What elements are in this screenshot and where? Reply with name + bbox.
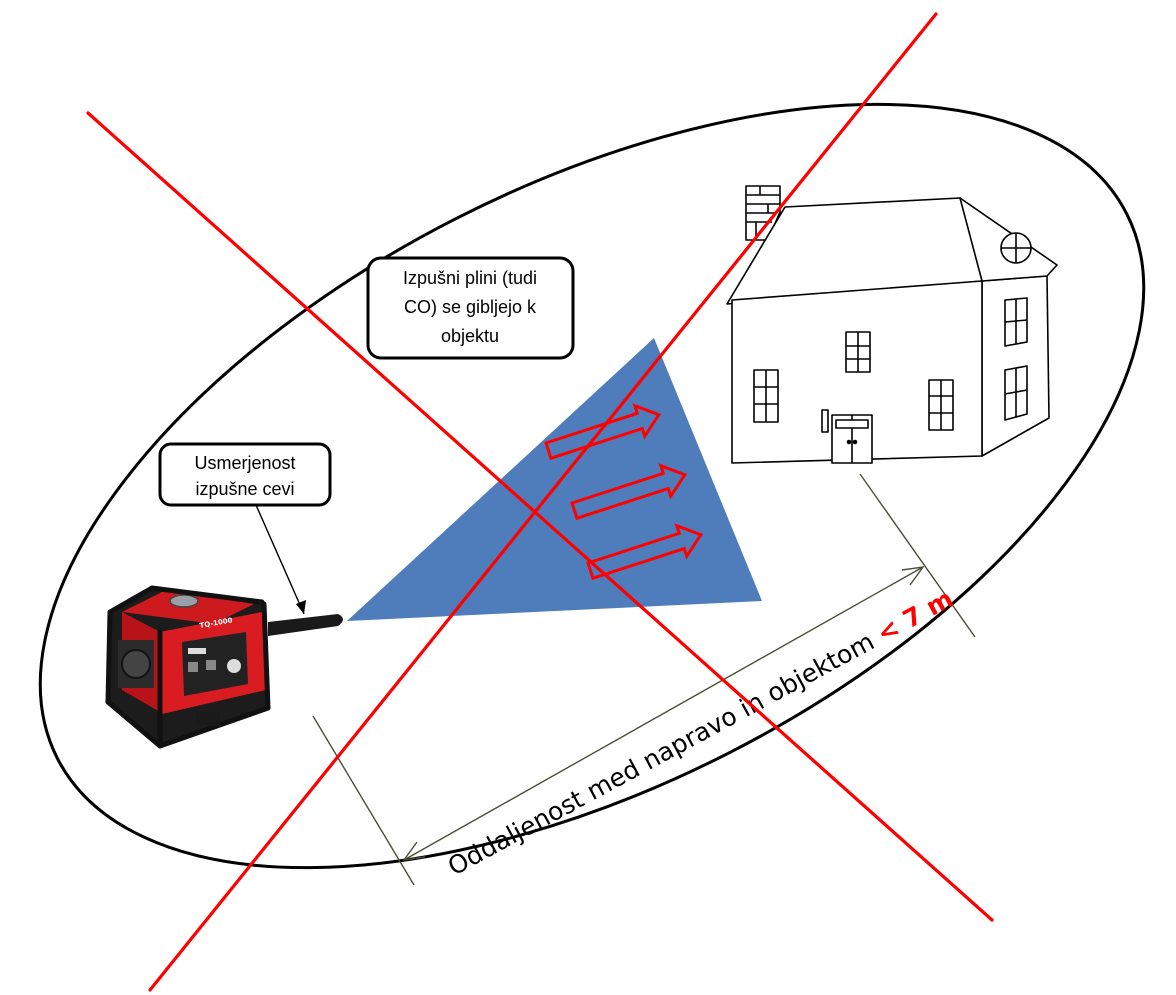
generator: TQ-1000: [105, 585, 343, 749]
airflow-arrows: [544, 403, 704, 581]
extension-line-right: [859, 473, 976, 638]
arrowhead-right: [901, 566, 925, 586]
extension-line-left: [312, 715, 415, 886]
airflow-arrow: [586, 523, 704, 581]
callout-line: Usmerjenost: [194, 453, 295, 473]
front-windows: [753, 331, 954, 431]
callout-line: objektu: [441, 326, 499, 346]
dimension-line: [403, 566, 924, 861]
distance-value: < 7 m: [872, 584, 958, 649]
house-door: [821, 409, 873, 464]
fuel-cap: [169, 594, 199, 608]
airflow-arrow: [544, 403, 662, 461]
exhaust-pipe: [268, 614, 343, 636]
arrowhead-left: [402, 841, 426, 861]
airflow-arrow: [570, 463, 688, 521]
distance-label: Oddaljenost med napravo in objektom < 7 …: [443, 584, 958, 881]
callout-exhaust-direction: Usmerjenost izpušne cevi: [158, 442, 332, 507]
callout-line: Izpušni plini (tudi: [403, 268, 537, 288]
callout-leader: [255, 504, 306, 615]
side-windows: [1004, 297, 1028, 421]
cross-line-2: [148, 12, 938, 992]
callout-exhaust-gases: Izpušni plini (tudi CO) se gibljejo k ob…: [366, 256, 575, 360]
exhaust-cone: [347, 338, 762, 621]
house: [726, 185, 1058, 464]
callout-line: CO) se gibljejo k: [404, 297, 537, 317]
distance-label-text: Oddaljenost med napravo in objektom: [443, 623, 886, 881]
cross-line-1: [86, 111, 994, 922]
distance-dimension: [312, 473, 976, 886]
callout-line: izpušne cevi: [195, 479, 294, 499]
prohibition-cross: [86, 12, 994, 992]
